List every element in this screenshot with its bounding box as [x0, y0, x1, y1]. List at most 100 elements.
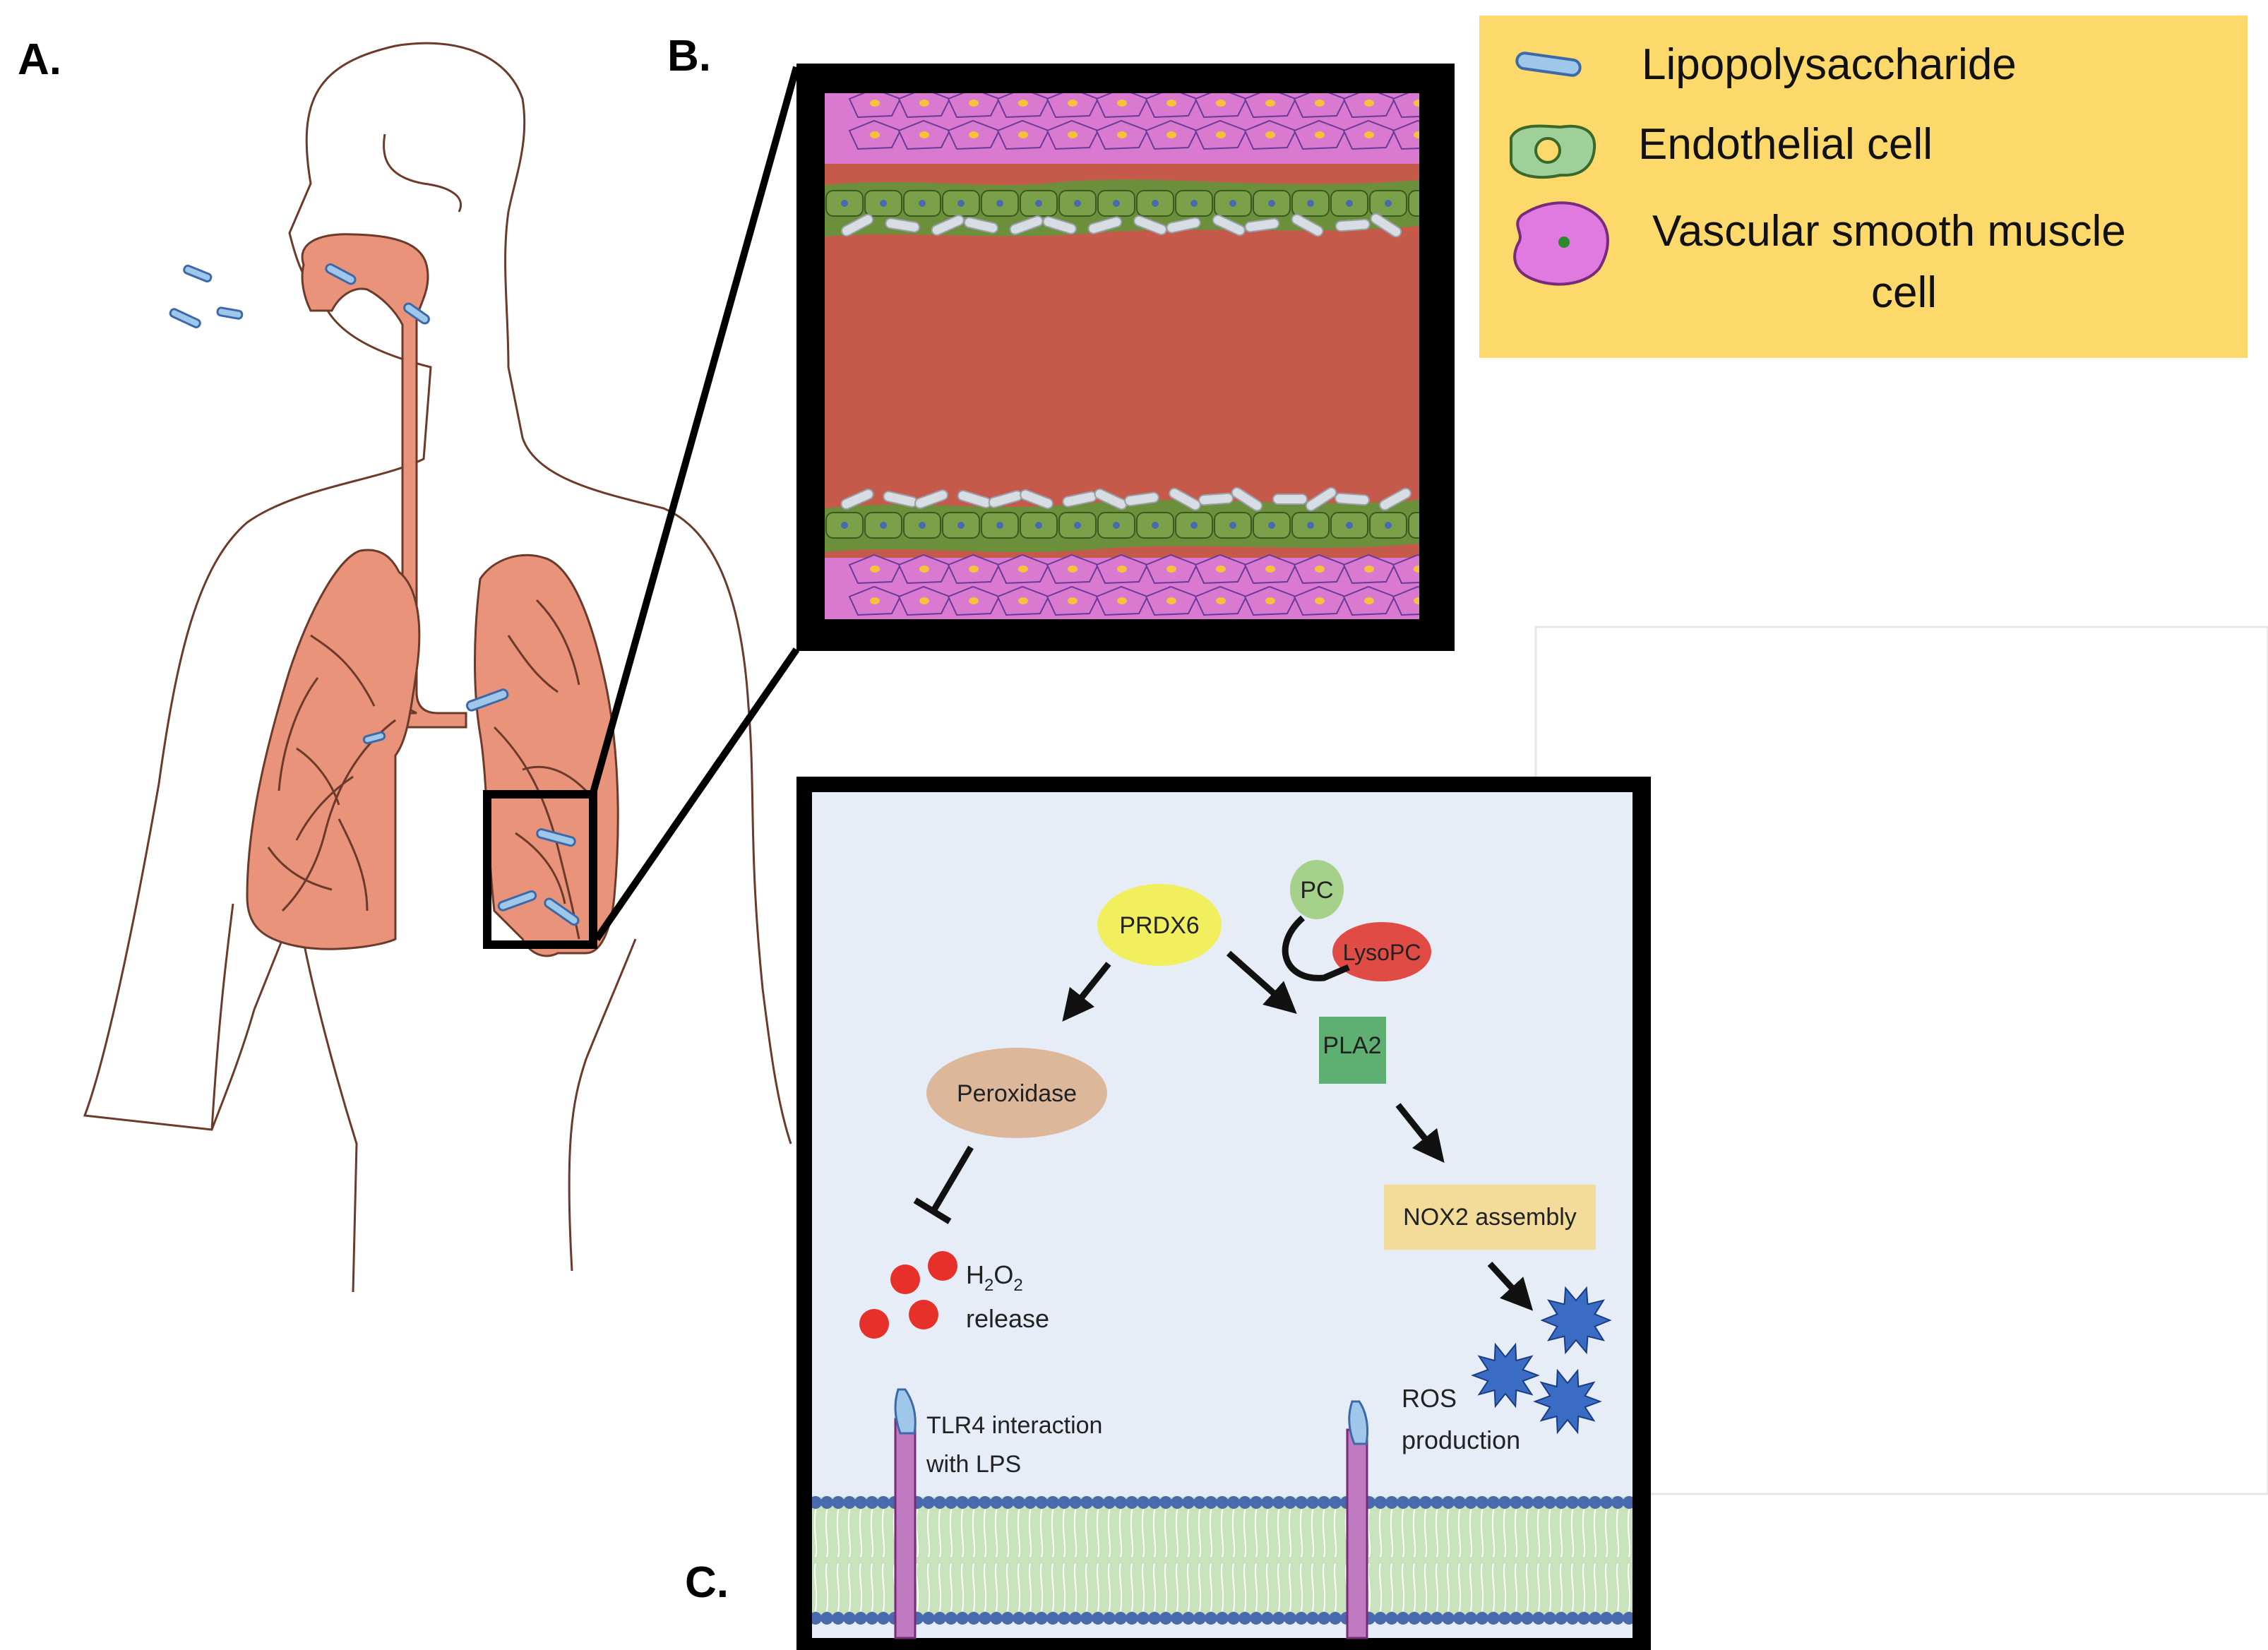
smooth-muscle-nucleus [1018, 597, 1028, 604]
ros-star [1471, 1342, 1540, 1409]
lipid-tail [836, 1509, 840, 1558]
lipid-head [1385, 1496, 1398, 1509]
lipid-head [1566, 1612, 1579, 1625]
lung-zoom-box [483, 790, 597, 949]
endothelial-cell [1408, 512, 1419, 539]
lps-particle [536, 828, 576, 847]
lps-particle [1272, 494, 1308, 505]
peroxidase-label: Peroxidase [957, 1080, 1077, 1107]
lps-particle [216, 306, 244, 320]
lipid-tail [1175, 1509, 1179, 1558]
lipid-tail [1390, 1563, 1394, 1612]
lipid-head [933, 1496, 946, 1509]
lipid-tail [1209, 1509, 1213, 1558]
endothelial-nucleus [1074, 200, 1081, 207]
smooth-muscle-nucleus [1117, 566, 1127, 573]
lipid-head [1577, 1496, 1590, 1509]
lipid-tail [1570, 1563, 1575, 1612]
endothelial-nucleus [1190, 200, 1198, 207]
lipid-tail [1152, 1509, 1157, 1558]
lps-particle [1094, 488, 1128, 510]
lipid-head [979, 1612, 991, 1625]
pla2-label: PLA2 [1323, 1032, 1381, 1059]
lipid-tail [972, 1509, 976, 1558]
lipid-tail [1017, 1563, 1021, 1612]
lipid-tail [1186, 1509, 1190, 1558]
lipid-tail [972, 1563, 976, 1612]
lipid-tail [1548, 1509, 1552, 1558]
pc-label: PC [1300, 877, 1333, 904]
lipid-tail [994, 1509, 998, 1558]
smooth-muscle-nucleus [1414, 131, 1419, 138]
legend-label-smooth-muscle-1: Vascular smooth muscle [1652, 207, 2126, 256]
lipid-tail [1107, 1509, 1111, 1558]
lps-particle [1212, 214, 1246, 237]
lipid-tail [1367, 1509, 1371, 1558]
lipid-tail [1005, 1563, 1010, 1612]
lipid-tail [1130, 1509, 1134, 1558]
lipid-tail [1085, 1563, 1089, 1612]
endothelial-nucleus [1152, 200, 1159, 207]
lipid-head [1600, 1612, 1613, 1625]
lipid-head [1126, 1496, 1138, 1509]
lps-particle [1124, 491, 1159, 507]
lipid-tail [859, 1563, 863, 1612]
lipid-head [1001, 1496, 1014, 1509]
lipid-head [1385, 1612, 1398, 1625]
smooth-muscle-nucleus [1068, 100, 1078, 107]
lipid-tail [1164, 1509, 1168, 1558]
lipid-tail [1288, 1563, 1292, 1612]
lipid-tail [1480, 1563, 1484, 1612]
h2o2-dot [859, 1309, 889, 1339]
endothelial-nucleus [1035, 200, 1042, 207]
lipid-tail [1322, 1509, 1326, 1558]
lipid-head [1114, 1496, 1127, 1509]
lipid-tail [1514, 1563, 1518, 1612]
lipid-head [1295, 1612, 1308, 1625]
tlr4-label-2: with LPS [926, 1451, 1021, 1478]
lipid-head [1306, 1496, 1319, 1509]
endothelial-nucleus [1385, 200, 1392, 207]
endothelial-nucleus [1190, 522, 1198, 529]
endothelial-nucleus [957, 522, 965, 529]
smooth-muscle-nucleus [1315, 100, 1325, 107]
lipid-tail [1435, 1509, 1439, 1558]
lps-particle [1335, 492, 1370, 506]
membrane-tails [813, 1509, 1631, 1612]
lipid-head [1555, 1612, 1568, 1625]
lipid-head [1080, 1612, 1093, 1625]
lipid-tail [1141, 1563, 1145, 1612]
lps-particle [183, 264, 213, 283]
ros-label-1: ROS [1402, 1384, 1457, 1413]
lipid-head [1013, 1496, 1025, 1509]
lipid-head [1464, 1612, 1477, 1625]
lipid-tail [1254, 1509, 1258, 1558]
lipid-tail [1424, 1563, 1428, 1612]
smooth-muscle-nucleus [1315, 597, 1325, 604]
lipid-head [1442, 1496, 1455, 1509]
lipid-tail [1288, 1509, 1292, 1558]
lps-particles-airway [169, 263, 580, 926]
lipid-tail [1107, 1563, 1111, 1612]
endothelial-nucleus [1229, 200, 1236, 207]
lipid-head [1318, 1496, 1330, 1509]
lipid-head [956, 1612, 969, 1625]
lipid-head [1035, 1496, 1048, 1509]
h2o2-label: H2O2 [966, 1260, 1023, 1295]
smooth-muscle-nucleus [1463, 597, 1473, 604]
lipid-head [1442, 1612, 1455, 1625]
smooth-muscle-nucleus [1414, 100, 1419, 107]
lipid-tail [1627, 1563, 1631, 1612]
lps-particle [465, 688, 509, 712]
lipid-tail [1005, 1509, 1010, 1558]
lipid-head [843, 1612, 856, 1625]
lipid-tail [994, 1563, 998, 1612]
lipid-tail [1322, 1563, 1326, 1612]
smooth-muscle-cells-bottom [848, 554, 1473, 616]
lipid-head [1566, 1496, 1579, 1509]
lipid-tail [1446, 1563, 1450, 1612]
lipid-head [1035, 1612, 1048, 1625]
endothelial-cells-bottom [825, 512, 1419, 539]
h2o2-molecules [859, 1251, 957, 1339]
lps-particle [1166, 217, 1201, 234]
